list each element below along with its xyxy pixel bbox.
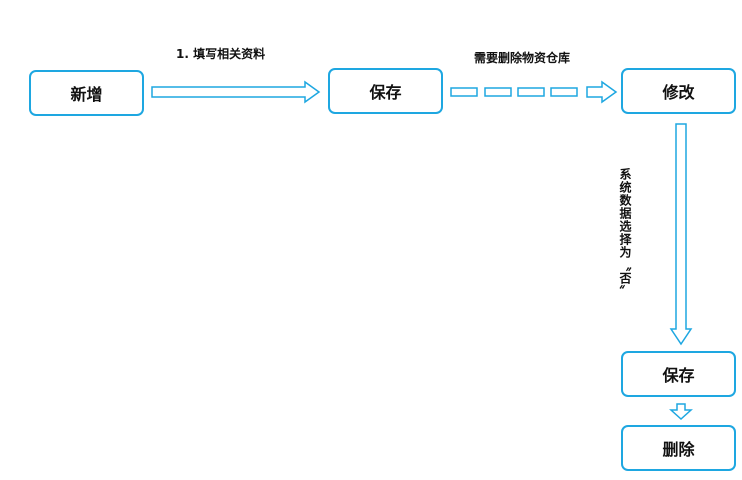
arrow-dash-segment — [550, 87, 578, 97]
node-save-first: 保存 — [328, 68, 443, 114]
node-save-second: 保存 — [621, 351, 736, 397]
arrow-add-to-save — [151, 80, 321, 104]
arrow-save-to-modify-head — [586, 80, 618, 104]
node-modify: 修改 — [621, 68, 736, 114]
edge-label-need-delete: 需要删除物资仓库 — [474, 51, 571, 65]
node-modify-label: 修改 — [662, 83, 695, 102]
node-add: 新增 — [29, 70, 144, 116]
arrow-save-to-delete — [669, 403, 693, 421]
edge-label-system-data: 系统数据选择为〝否〞 — [618, 168, 632, 298]
node-save-first-label: 保存 — [369, 83, 402, 102]
node-delete-label: 删除 — [662, 440, 695, 459]
node-delete: 删除 — [621, 425, 736, 471]
node-save-second-label: 保存 — [662, 366, 695, 385]
arrow-dash-segment — [450, 87, 478, 97]
node-add-label: 新增 — [70, 85, 103, 104]
edge-label-fill-info: 1. 填写相关资料 — [176, 47, 266, 61]
arrow-dash-segment — [484, 87, 512, 97]
arrow-modify-to-save — [669, 123, 693, 346]
arrow-dash-segment — [517, 87, 545, 97]
